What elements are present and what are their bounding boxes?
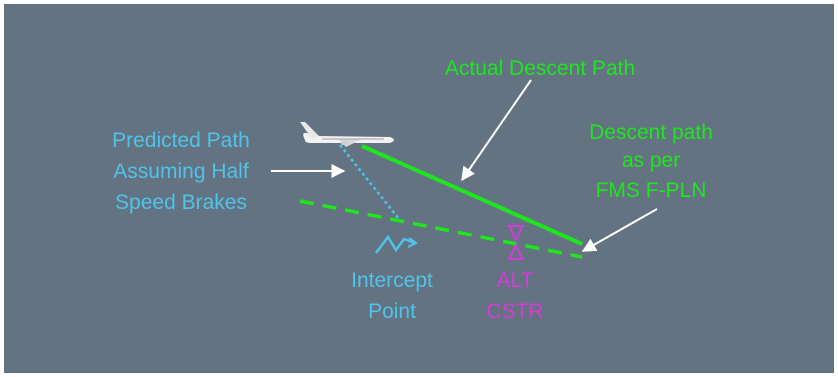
predicted-path-label-line-2: Assuming Half bbox=[113, 160, 249, 183]
fms-descent-path-line bbox=[299, 199, 583, 259]
intercept-point-label-line-1: Intercept bbox=[351, 269, 433, 292]
alt-cstr-label: ALT CSTR bbox=[486, 269, 543, 323]
predicted-path-line bbox=[339, 144, 400, 220]
diagram-background bbox=[4, 4, 834, 373]
predicted-path-label-line-3: Speed Brakes bbox=[115, 191, 247, 214]
intercept-point-label: Intercept Point bbox=[351, 269, 433, 323]
aircraft-icon bbox=[300, 122, 394, 147]
predicted-path-label: Predicted Path Assuming Half Speed Brake… bbox=[112, 129, 250, 214]
actual-path-arrow bbox=[461, 79, 532, 182]
alt-cstr-label-line-1: ALT bbox=[497, 269, 534, 292]
fms-path-arrow bbox=[581, 208, 658, 252]
intercept-point-label-line-2: Point bbox=[368, 300, 416, 323]
predicted-path-label-line-1: Predicted Path bbox=[112, 129, 250, 152]
actual-descent-path-label: Actual Descent Path bbox=[445, 57, 635, 80]
fms-path-label-line-1: Descent path bbox=[589, 121, 713, 144]
fms-path-label-line-3: FMS F-PLN bbox=[596, 179, 707, 202]
actual-descent-path-line bbox=[361, 144, 583, 246]
alt-cstr-label-line-2: CSTR bbox=[486, 300, 543, 323]
intercept-point-icon bbox=[375, 234, 418, 254]
fms-path-label: Descent path as per FMS F-PLN bbox=[589, 121, 713, 202]
altitude-constraint-icon bbox=[508, 225, 524, 260]
fms-path-label-line-2: as per bbox=[622, 149, 680, 172]
